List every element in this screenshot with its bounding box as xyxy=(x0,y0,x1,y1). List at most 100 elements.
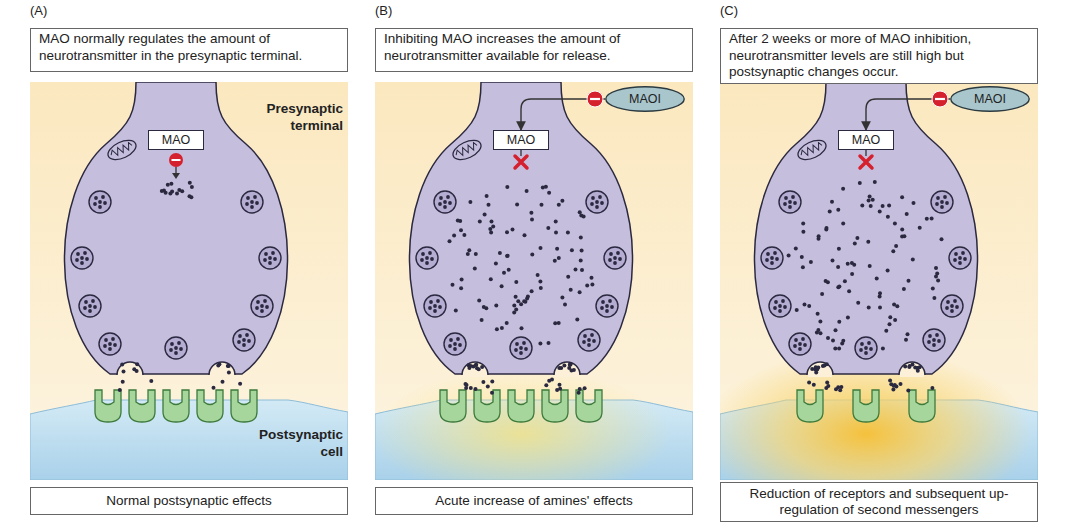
neurotransmitter-molecule xyxy=(469,386,473,390)
node-text: Normal postsynaptic effects xyxy=(106,493,272,510)
neurotransmitter-molecule xyxy=(505,230,509,234)
neurotransmitter-molecule xyxy=(830,200,834,204)
neurotransmitter-molecule xyxy=(574,267,578,271)
drug-ellipse: MAOI xyxy=(950,86,1030,112)
neurotransmitter-molecule xyxy=(888,315,892,319)
neurotransmitter-molecule xyxy=(841,222,845,226)
neurotransmitter-molecule xyxy=(867,306,871,310)
second-messenger-glow xyxy=(375,369,671,480)
neurotransmitter-molecule xyxy=(466,252,470,256)
neurotransmitter-molecule xyxy=(477,299,481,303)
vesicle xyxy=(424,295,446,317)
neurotransmitter-molecule xyxy=(893,318,897,322)
neurotransmitter-molecule xyxy=(530,217,534,221)
neurotransmitter-molecule xyxy=(511,228,515,232)
fused-vesicle xyxy=(554,362,580,375)
neurotransmitter-molecule xyxy=(557,256,561,260)
neurotransmitter-molecule xyxy=(821,364,825,368)
neurotransmitter-molecule xyxy=(871,198,875,202)
neurotransmitter-molecule xyxy=(878,295,882,299)
vesicle xyxy=(89,191,111,213)
neurotransmitter-molecule xyxy=(477,367,481,371)
receptor xyxy=(474,390,500,422)
neurotransmitter-molecule xyxy=(834,328,838,332)
neurotransmitter-molecule xyxy=(893,383,897,387)
neurotransmitter-molecule xyxy=(452,234,456,238)
neurotransmitter-molecule xyxy=(886,215,890,219)
neurotransmitter-molecule xyxy=(118,388,122,392)
vesicle xyxy=(779,191,801,213)
neurotransmitter-molecule xyxy=(480,318,484,322)
neurotransmitter-molecule xyxy=(800,255,804,259)
neurotransmitter-molecule xyxy=(547,341,551,345)
neurotransmitter-molecule xyxy=(544,185,548,189)
node-text: MAO normally regulates the amount of neu… xyxy=(39,31,302,63)
neurotransmitter-molecule xyxy=(816,365,820,369)
fused-vesicle xyxy=(462,362,488,375)
neurotransmitter-molecule xyxy=(590,276,594,280)
neurotransmitter-molecule xyxy=(569,362,573,366)
neurotransmitter-molecule xyxy=(841,339,845,343)
neurotransmitter-molecule xyxy=(544,383,548,387)
neurotransmitter-molecule xyxy=(847,289,851,293)
neurotransmitter-molecule xyxy=(448,239,452,243)
neurotransmitter-molecule xyxy=(878,306,882,310)
neurotransmitter-molecule xyxy=(487,203,491,207)
neurotransmitter-molecule xyxy=(837,347,841,351)
vesicle xyxy=(769,295,791,317)
neurotransmitter-molecule xyxy=(912,201,916,205)
enzyme-box: MAO xyxy=(838,130,894,150)
fused-vesicle xyxy=(899,362,925,375)
neurotransmitter-molecule xyxy=(911,257,915,261)
neurotransmitter-molecule xyxy=(881,347,885,351)
neurotransmitter-molecule xyxy=(888,322,892,326)
neurotransmitter-molecule xyxy=(899,382,903,386)
neurotransmitter-molecule xyxy=(506,254,510,258)
presynaptic-terminal xyxy=(754,82,977,374)
vesicle xyxy=(949,247,971,269)
neurotransmitter-molecule xyxy=(484,306,488,310)
neurotransmitter-molecule xyxy=(177,188,181,192)
neurotransmitter-molecule xyxy=(135,362,139,366)
minus-bar xyxy=(172,159,181,161)
vesicle xyxy=(251,295,273,317)
neurotransmitter-molecule xyxy=(801,221,805,225)
neurotransmitter-molecule xyxy=(221,380,225,384)
receptor xyxy=(576,390,602,422)
neurotransmitter-molecule xyxy=(846,316,850,320)
neurotransmitter-molecule xyxy=(825,362,829,366)
vesicle xyxy=(79,295,101,317)
neurotransmitter-molecule xyxy=(577,391,581,395)
node-text: MAOI xyxy=(974,92,1006,106)
node-text: MAO xyxy=(507,133,535,147)
synapse-background xyxy=(30,82,348,480)
neurotransmitter-molecule xyxy=(902,287,906,291)
neurotransmitter-molecule xyxy=(481,380,485,384)
panel-letter: (B) xyxy=(375,3,415,18)
neurotransmitter-molecule xyxy=(169,182,173,186)
vesicle xyxy=(941,295,963,317)
neurotransmitter-molecule xyxy=(881,204,885,208)
neurotransmitter-molecule xyxy=(226,364,230,368)
neurotransmitter-molecule xyxy=(558,387,562,391)
neurotransmitter-molecule xyxy=(852,263,856,267)
neurotransmitter-molecule xyxy=(837,320,841,324)
neurotransmitter-molecule xyxy=(825,381,829,385)
neurotransmitter-molecule xyxy=(807,304,811,308)
effect-box: Normal postsynaptic effects xyxy=(30,487,348,515)
neurotransmitter-molecule xyxy=(188,194,192,198)
receptor xyxy=(95,390,121,422)
neurotransmitter-molecule xyxy=(175,191,179,195)
neurotransmitter-molecule xyxy=(568,363,572,367)
neurotransmitter-molecule xyxy=(546,226,550,230)
neurotransmitter-molecule xyxy=(516,299,520,303)
neurotransmitter-molecule xyxy=(486,385,490,389)
neurotransmitter-molecule xyxy=(489,231,493,235)
neurotransmitter-molecule xyxy=(891,388,895,392)
neurotransmitter-molecule xyxy=(500,284,504,288)
vesicle xyxy=(434,191,456,213)
neurotransmitter-molecule xyxy=(809,260,813,264)
neurotransmitter-molecule xyxy=(906,332,910,336)
neurotransmitter-molecule xyxy=(878,209,882,213)
neurotransmitter-molecule xyxy=(554,220,558,224)
